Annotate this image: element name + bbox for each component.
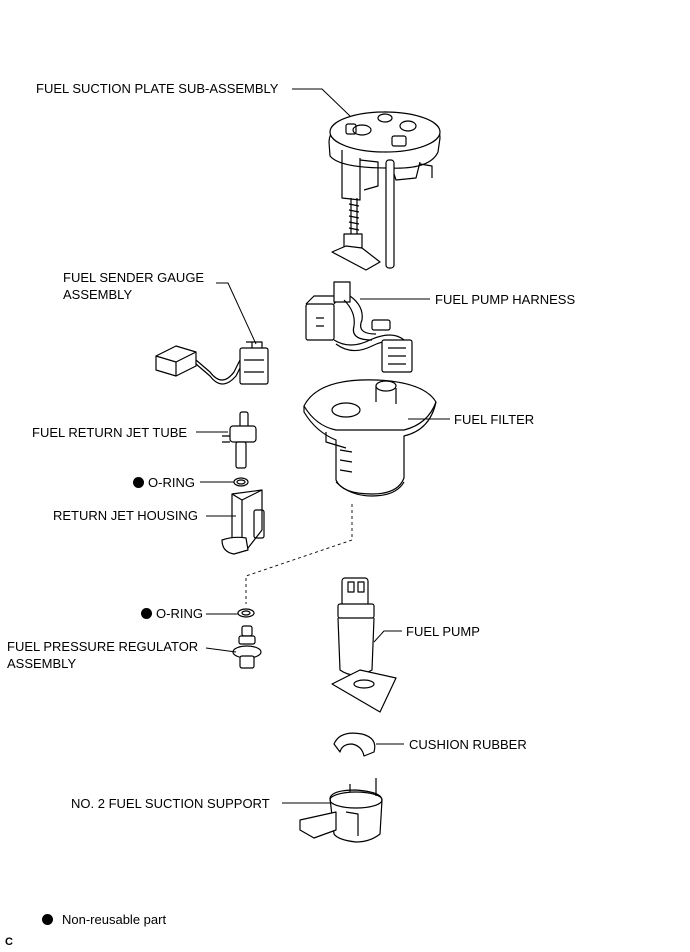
label-fuel-pump-harness: FUEL PUMP HARNESS (435, 292, 576, 307)
fuel-pressure-regulator-part (232, 625, 262, 669)
non-reusable-dot-icon (133, 477, 144, 488)
leader-lines (196, 88, 450, 804)
label-no2-fuel-suction-support: NO. 2 FUEL SUCTION SUPPORT (71, 796, 270, 811)
label-fuel-pump: FUEL PUMP (406, 624, 480, 639)
non-reusable-dot-icon (42, 914, 53, 925)
corner-code: C (5, 936, 13, 948)
fuel-suction-plate-part (328, 111, 441, 271)
non-reusable-dot-icon (141, 608, 152, 619)
label-o-ring-1: O-RING (133, 475, 195, 491)
label-fuel-sender-gauge-line2: ASSEMBLY (63, 287, 133, 302)
fuel-pump-harness-part (305, 281, 413, 373)
label-fuel-suction-plate: FUEL SUCTION PLATE SUB-ASSEMBLY (36, 81, 279, 96)
fuel-sender-gauge-part (155, 341, 269, 385)
fuel-filter-part (303, 379, 437, 497)
return-jet-housing-part (221, 489, 265, 555)
label-fuel-filter: FUEL FILTER (454, 412, 535, 427)
o-ring-2-part (237, 608, 255, 618)
fuel-pump-part (331, 577, 397, 713)
label-fuel-sender-gauge-line1: FUEL SENDER GAUGE (63, 270, 205, 285)
label-o-ring-2: O-RING (141, 606, 203, 622)
label-fuel-pressure-regulator-line2: ASSEMBLY (7, 656, 77, 671)
cushion-rubber-part (333, 732, 376, 757)
alignment-line (245, 504, 353, 604)
label-fuel-return-jet-tube: FUEL RETURN JET TUBE (32, 425, 188, 440)
label-cushion-rubber: CUSHION RUBBER (409, 737, 527, 752)
label-fuel-pressure-regulator-line1: FUEL PRESSURE REGULATOR (7, 639, 199, 654)
fuel-suction-support-part (299, 778, 383, 843)
legend-non-reusable: Non-reusable part (42, 912, 166, 928)
o-ring-1-part (233, 477, 249, 487)
label-return-jet-housing: RETURN JET HOUSING (53, 508, 198, 523)
fuel-return-jet-tube-part (222, 411, 257, 469)
